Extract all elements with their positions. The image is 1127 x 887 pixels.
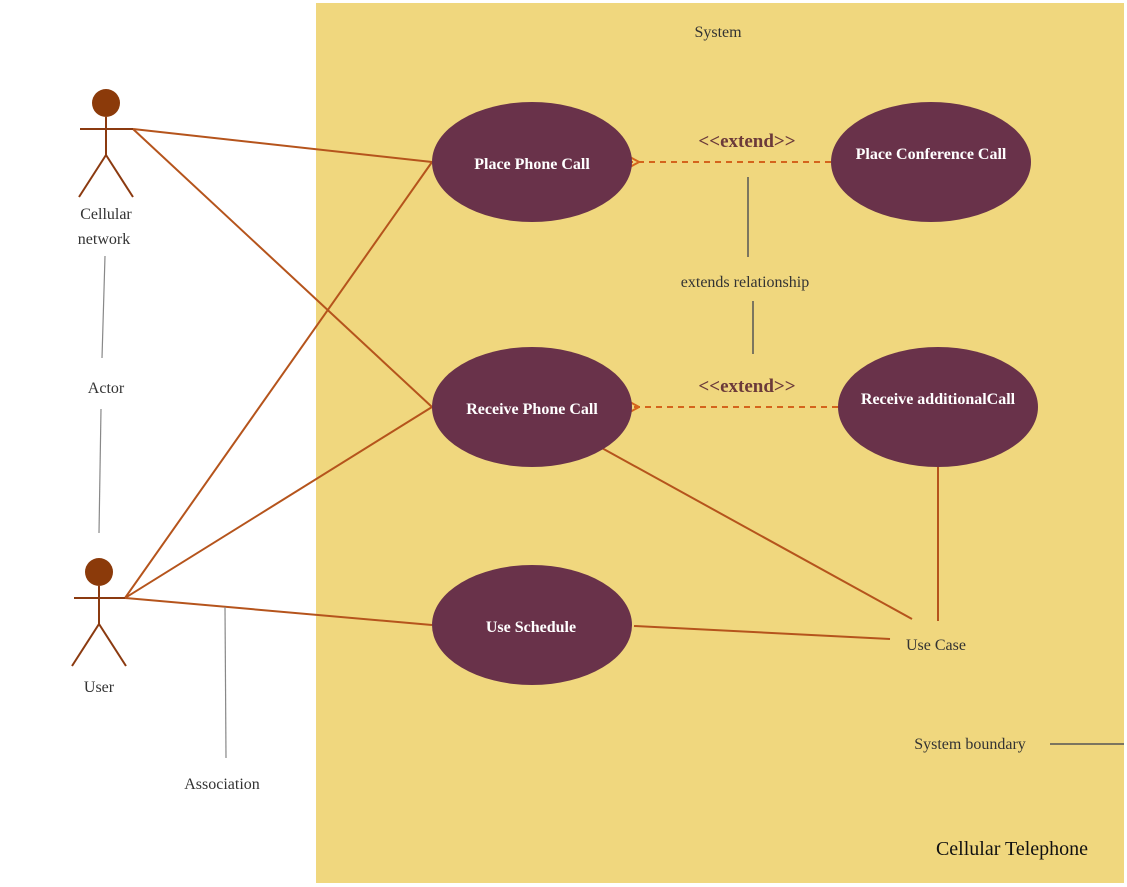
association-note-line xyxy=(224,606,227,759)
actor-cellular-network-label-line2: network xyxy=(78,231,130,248)
actor-head xyxy=(92,89,120,117)
svg-text:Receive Phone Call: Receive Phone Call xyxy=(466,401,598,418)
actor-annotation: Actor xyxy=(88,380,125,397)
system-name: Cellular Telephone xyxy=(936,838,1088,860)
use-case-annotation: Use Case xyxy=(906,637,966,654)
use-case-pointer-schedule xyxy=(633,625,891,640)
use-case-receive-additional-call[interactable]: Receive additionalCall xyxy=(838,347,1038,467)
association-user-receive-call[interactable] xyxy=(124,406,433,599)
actor-note-line-top xyxy=(101,255,106,359)
use-case-pointer-receive xyxy=(599,446,913,620)
svg-text:Place Phone Call: Place Phone Call xyxy=(474,156,590,173)
extend-label-top: <<extend>> xyxy=(698,131,795,152)
association-user-place-call[interactable] xyxy=(124,161,433,599)
svg-text:Use Schedule: Use Schedule xyxy=(486,619,576,636)
actor-cellular-network-label-line1: Cellular xyxy=(80,206,132,223)
extends-relationship-label: extends relationship xyxy=(681,274,809,291)
actor-note-line-bottom xyxy=(98,408,102,534)
association-network-receive-call[interactable] xyxy=(132,128,433,408)
association-annotation: Association xyxy=(184,776,260,793)
svg-text:Place Conference Call: Place Conference Call xyxy=(856,146,1007,163)
actor-head xyxy=(85,558,113,586)
actor-user-label: User xyxy=(84,679,115,696)
system-boundary-annotation: System boundary xyxy=(914,736,1026,753)
system-header-label: System xyxy=(694,24,742,41)
use-case-place-phone-call[interactable]: Place Phone Call xyxy=(432,102,632,222)
actor-cellular-network[interactable] xyxy=(78,89,134,198)
use-case-receive-phone-call[interactable]: Receive Phone Call xyxy=(432,347,632,467)
use-case-use-schedule[interactable]: Use Schedule xyxy=(432,565,632,685)
association-user-schedule[interactable] xyxy=(124,597,433,626)
actor-user[interactable] xyxy=(71,558,127,667)
use-case-place-conference-call[interactable]: Place Conference Call xyxy=(831,102,1031,222)
svg-text:Receive additionalCall: Receive additionalCall xyxy=(861,391,1016,408)
extend-label-bottom: <<extend>> xyxy=(698,376,795,397)
association-network-place-call[interactable] xyxy=(132,128,433,163)
